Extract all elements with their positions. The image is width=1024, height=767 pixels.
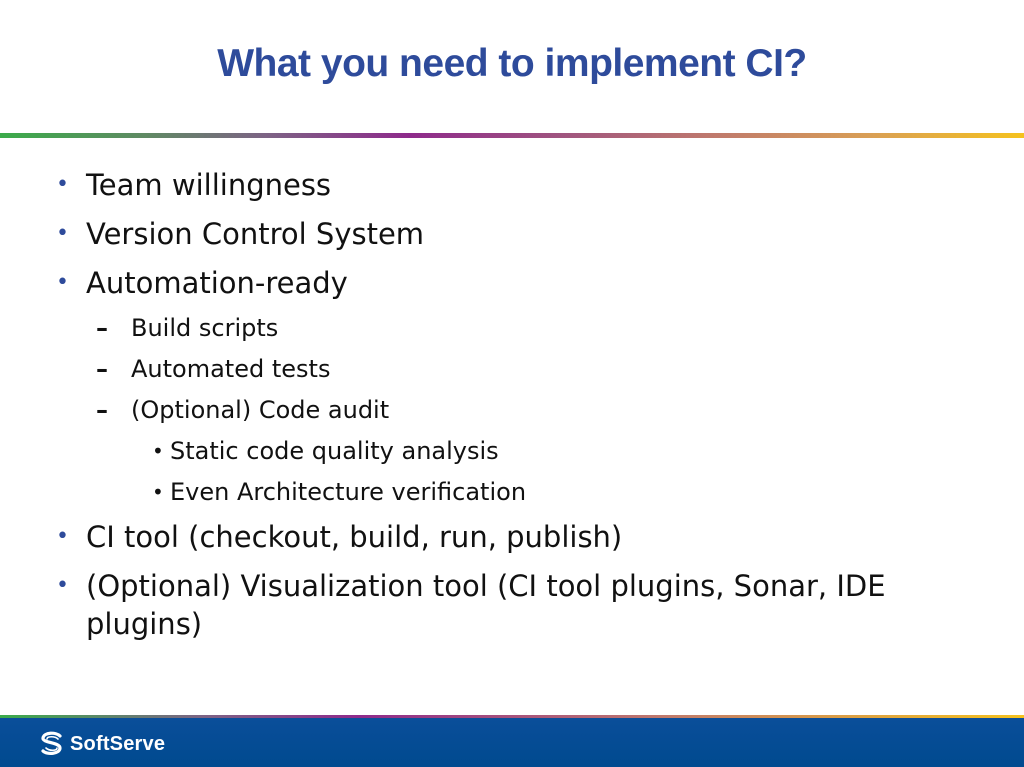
bullet-item: • CI tool (checkout, build, run, publish… — [56, 518, 944, 556]
sub-bullet-item: – Automated tests — [56, 354, 944, 384]
bullet-marker: • — [56, 221, 69, 246]
footer-divider-gradient — [0, 715, 1024, 718]
bullet-text: Build scripts — [131, 314, 279, 342]
bullet-text: Static code quality analysis — [170, 437, 499, 465]
bullet-marker: • — [56, 270, 69, 295]
softserve-logo: SoftServe — [38, 730, 165, 758]
slide-title: What you need to implement CI? — [217, 42, 807, 85]
dash-marker: – — [96, 396, 108, 424]
sub-bullet-item: – Build scripts — [56, 313, 944, 343]
bullet-text: (Optional) Code audit — [131, 396, 390, 424]
bullet-item: • Version Control System — [56, 215, 944, 253]
bullet-item: • Team willingness — [56, 166, 944, 204]
bullet-text: (Optional) Visualization tool (CI tool p… — [86, 569, 886, 641]
bullet-marker: • — [152, 439, 164, 463]
bullet-item: • Automation-ready — [56, 264, 944, 302]
bullet-text: Automation-ready — [86, 266, 348, 300]
bullet-marker: • — [56, 573, 69, 598]
sub-sub-bullet-item: • Static code quality analysis — [56, 436, 944, 466]
title-divider-gradient — [0, 133, 1024, 138]
bullet-text: CI tool (checkout, build, run, publish) — [86, 520, 623, 554]
bullet-text: Team willingness — [86, 168, 332, 202]
sub-bullet-item: – (Optional) Code audit — [56, 395, 944, 425]
bullet-text: Automated tests — [131, 355, 331, 383]
bullet-marker: • — [152, 480, 164, 504]
bullet-marker: • — [56, 524, 69, 549]
dash-marker: – — [96, 314, 108, 342]
bullet-item: • (Optional) Visualization tool (CI tool… — [56, 567, 944, 643]
bullet-text: Even Architecture verification — [170, 478, 527, 506]
softserve-logo-icon — [41, 731, 62, 755]
brand-name: SoftServe — [70, 732, 166, 755]
footer-bar: SoftServe — [0, 718, 1024, 767]
bullet-marker: • — [56, 172, 69, 197]
bullet-list: • Team willingness • Version Control Sys… — [56, 166, 944, 654]
sub-sub-bullet-item: • Even Architecture verification — [56, 477, 944, 507]
bullet-text: Version Control System — [86, 217, 425, 251]
dash-marker: – — [96, 355, 108, 383]
